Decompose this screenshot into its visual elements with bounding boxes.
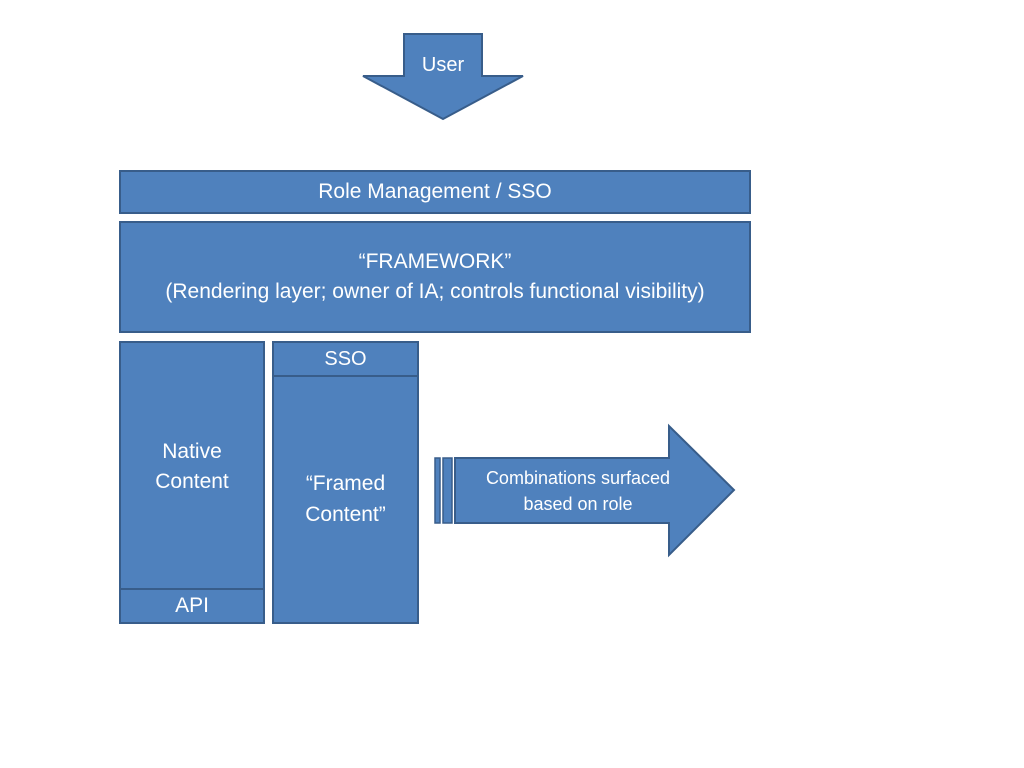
sso-header-label: SSO <box>324 347 367 370</box>
combinations-right-arrow-icon <box>454 423 736 558</box>
framed-content-line2: Content” <box>305 502 386 526</box>
framed-content-line1: “Framed <box>305 472 386 496</box>
api-label: API <box>175 593 209 617</box>
role-management-bar: Role Management / SSO <box>119 170 751 214</box>
framework-block: “FRAMEWORK” (Rendering layer; owner of I… <box>119 221 751 333</box>
framework-subtitle: (Rendering layer; owner of IA; controls … <box>165 280 705 303</box>
combinations-line2: based on role <box>523 494 633 515</box>
native-content-line2: Content <box>155 470 229 494</box>
arrow-stripe-2-icon <box>442 457 453 524</box>
native-content-line1: Native <box>162 440 222 463</box>
combinations-line1: Combinations surfaced <box>485 468 671 488</box>
framed-content-box: “Framed Content” <box>272 375 419 624</box>
user-down-arrow-icon <box>362 33 524 121</box>
role-management-label: Role Management / SSO <box>318 179 552 203</box>
api-box: API <box>119 588 265 624</box>
framework-title: “FRAMEWORK” <box>358 249 512 273</box>
native-content-box: Native Content <box>119 341 265 590</box>
sso-header-box: SSO <box>272 341 419 377</box>
arrow-stripe-1-icon <box>434 457 441 524</box>
combinations-label: Combinations surfaced based on role <box>458 465 698 517</box>
user-label: User <box>421 54 465 76</box>
